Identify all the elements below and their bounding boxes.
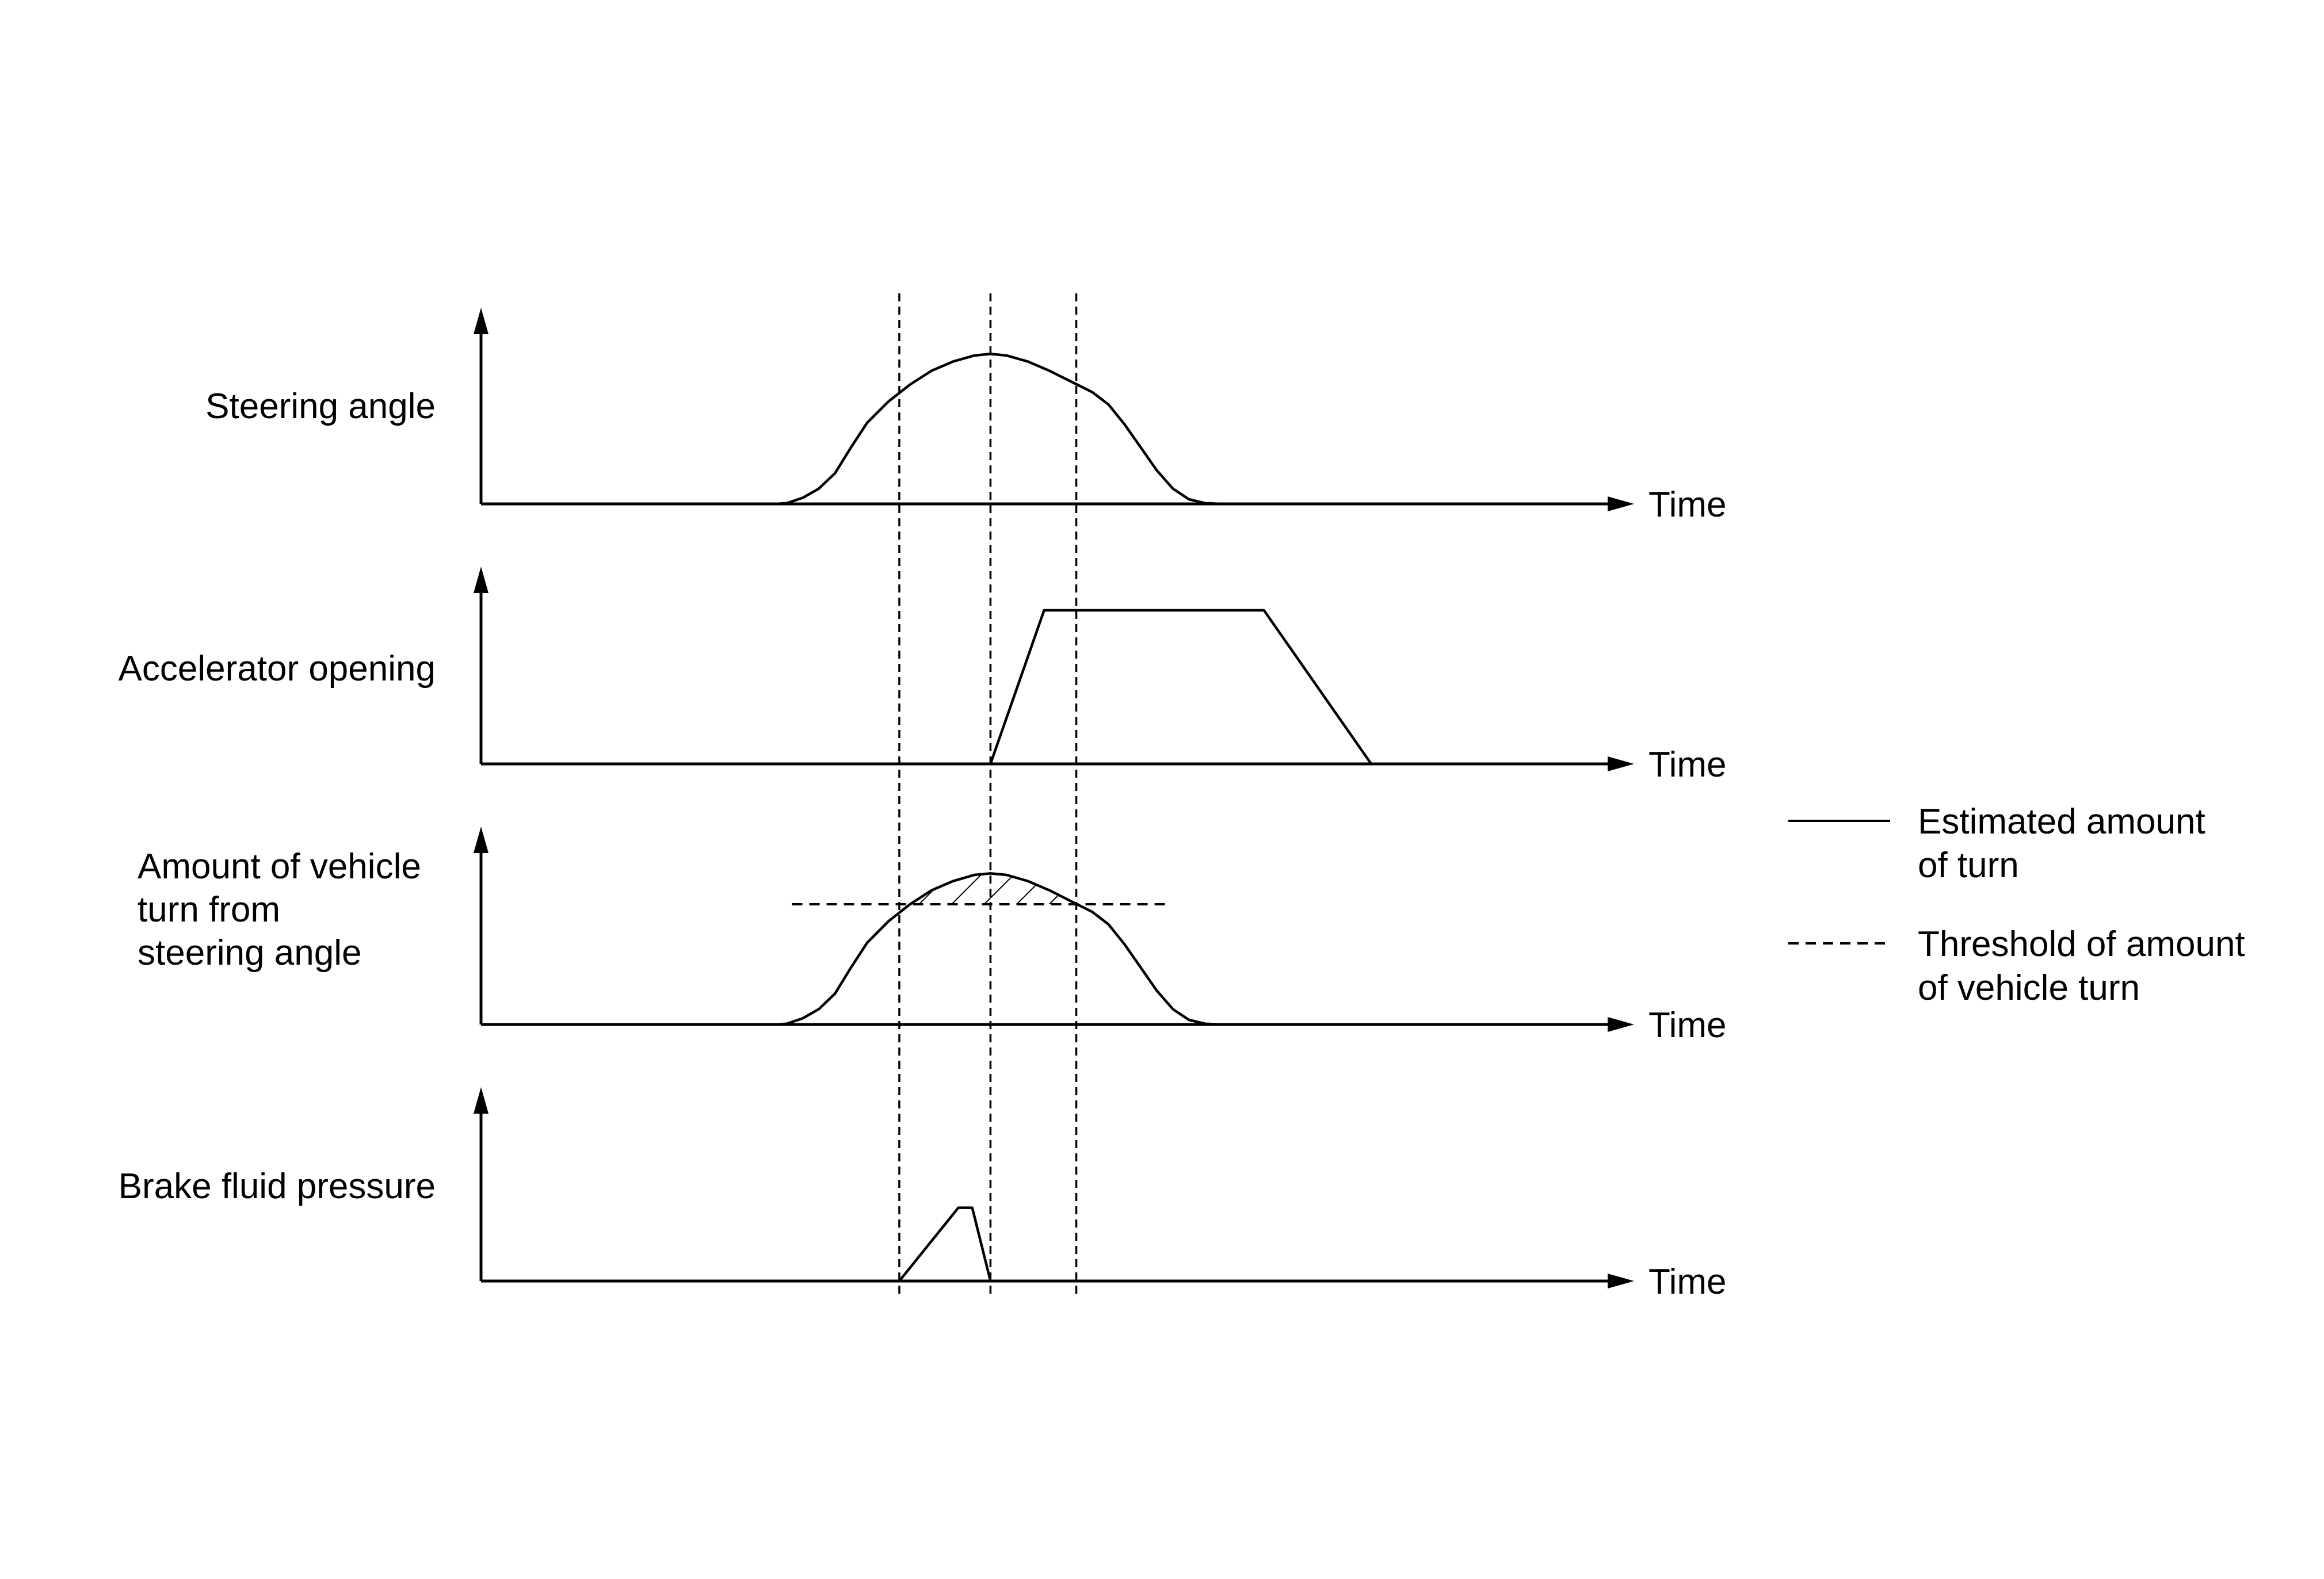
time-axis-arrowhead [1608,1274,1634,1289]
legend-label: of turn [1918,846,2019,885]
hatched-area [899,873,1077,904]
panel-brake: Time Brake fluid pressure [119,1087,1726,1302]
y-axis-label: turn from [138,890,280,930]
series-line-accelerator [481,609,1554,766]
legend-label: of vehicle turn [1918,968,2140,1008]
y-axis-label: Brake fluid pressure [119,1167,436,1206]
y-axis-arrowhead [474,827,489,853]
series-line-steering [481,353,1554,506]
y-axis-arrowhead [474,308,489,334]
series-line-vehicle_turn [481,872,1554,1026]
y-axis-arrowhead [474,1087,489,1114]
y-axis-label: steering angle [138,933,362,973]
time-axis-arrowhead [1608,756,1634,771]
panel-accelerator: Time Accelerator opening [119,567,1726,785]
y-axis-arrowhead [474,567,489,593]
y-axis-label: Steering angle [205,387,436,426]
time-axis-arrowhead [1608,496,1634,511]
time-axis-label: Time [1648,1005,1726,1045]
time-axis-label: Time [1648,745,1726,785]
y-axis-label: Amount of vehicle [138,847,421,886]
legend-label: Threshold of amount [1918,924,2245,964]
legend-label: Estimated amount [1918,802,2205,842]
series-line-brake [481,1206,1554,1283]
panel-steering: Time Steering angle [205,308,1726,525]
y-axis-label: Accelerator opening [119,649,436,689]
time-axis-label: Time [1648,1262,1726,1302]
time-axis-label: Time [1648,485,1726,525]
time-axis-arrowhead [1608,1017,1634,1032]
legend-item-solid: Estimated amount of turn [1788,802,2205,885]
marker-lines-layer [898,293,1078,1294]
